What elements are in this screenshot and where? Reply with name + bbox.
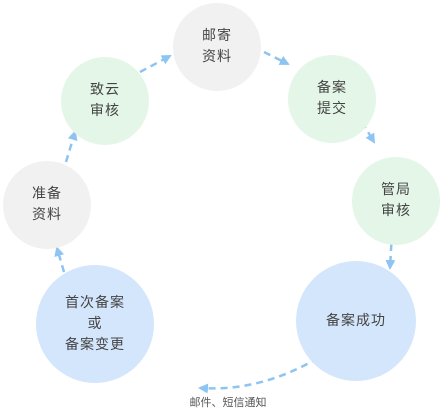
node-bureau-review: 管局 审核 <box>352 157 440 245</box>
arrow-first-to-prepare <box>54 246 66 273</box>
node-label: 备案成功 <box>326 312 386 329</box>
node-label: 首次备案 或 备案变更 <box>65 294 125 353</box>
notification-label: 邮件、短信通知 <box>189 396 267 409</box>
node-label: 管局 审核 <box>381 182 411 219</box>
node-label: 备案 提交 <box>317 80 347 117</box>
node-filing-success: 备案成功 <box>296 261 416 381</box>
arrow-zenlayer-to-postal <box>139 54 172 74</box>
node-zenlayer-review: 致云 审核 <box>61 57 149 145</box>
node-filing-submit: 备案 提交 <box>288 55 376 143</box>
node-prepare-docs: 准备 资料 <box>3 161 91 249</box>
node-postal-docs: 邮寄 资料 <box>173 3 261 91</box>
arrow-success-to-first <box>198 356 319 394</box>
arrow-postal-to-filing <box>263 50 290 66</box>
node-label: 邮寄 资料 <box>202 28 232 65</box>
node-label: 致云 审核 <box>90 82 120 119</box>
node-label: 准备 资料 <box>32 186 62 223</box>
node-first-or-change: 首次备案 或 备案变更 <box>36 265 154 383</box>
arrow-prepare-to-zenlayer <box>64 130 78 163</box>
